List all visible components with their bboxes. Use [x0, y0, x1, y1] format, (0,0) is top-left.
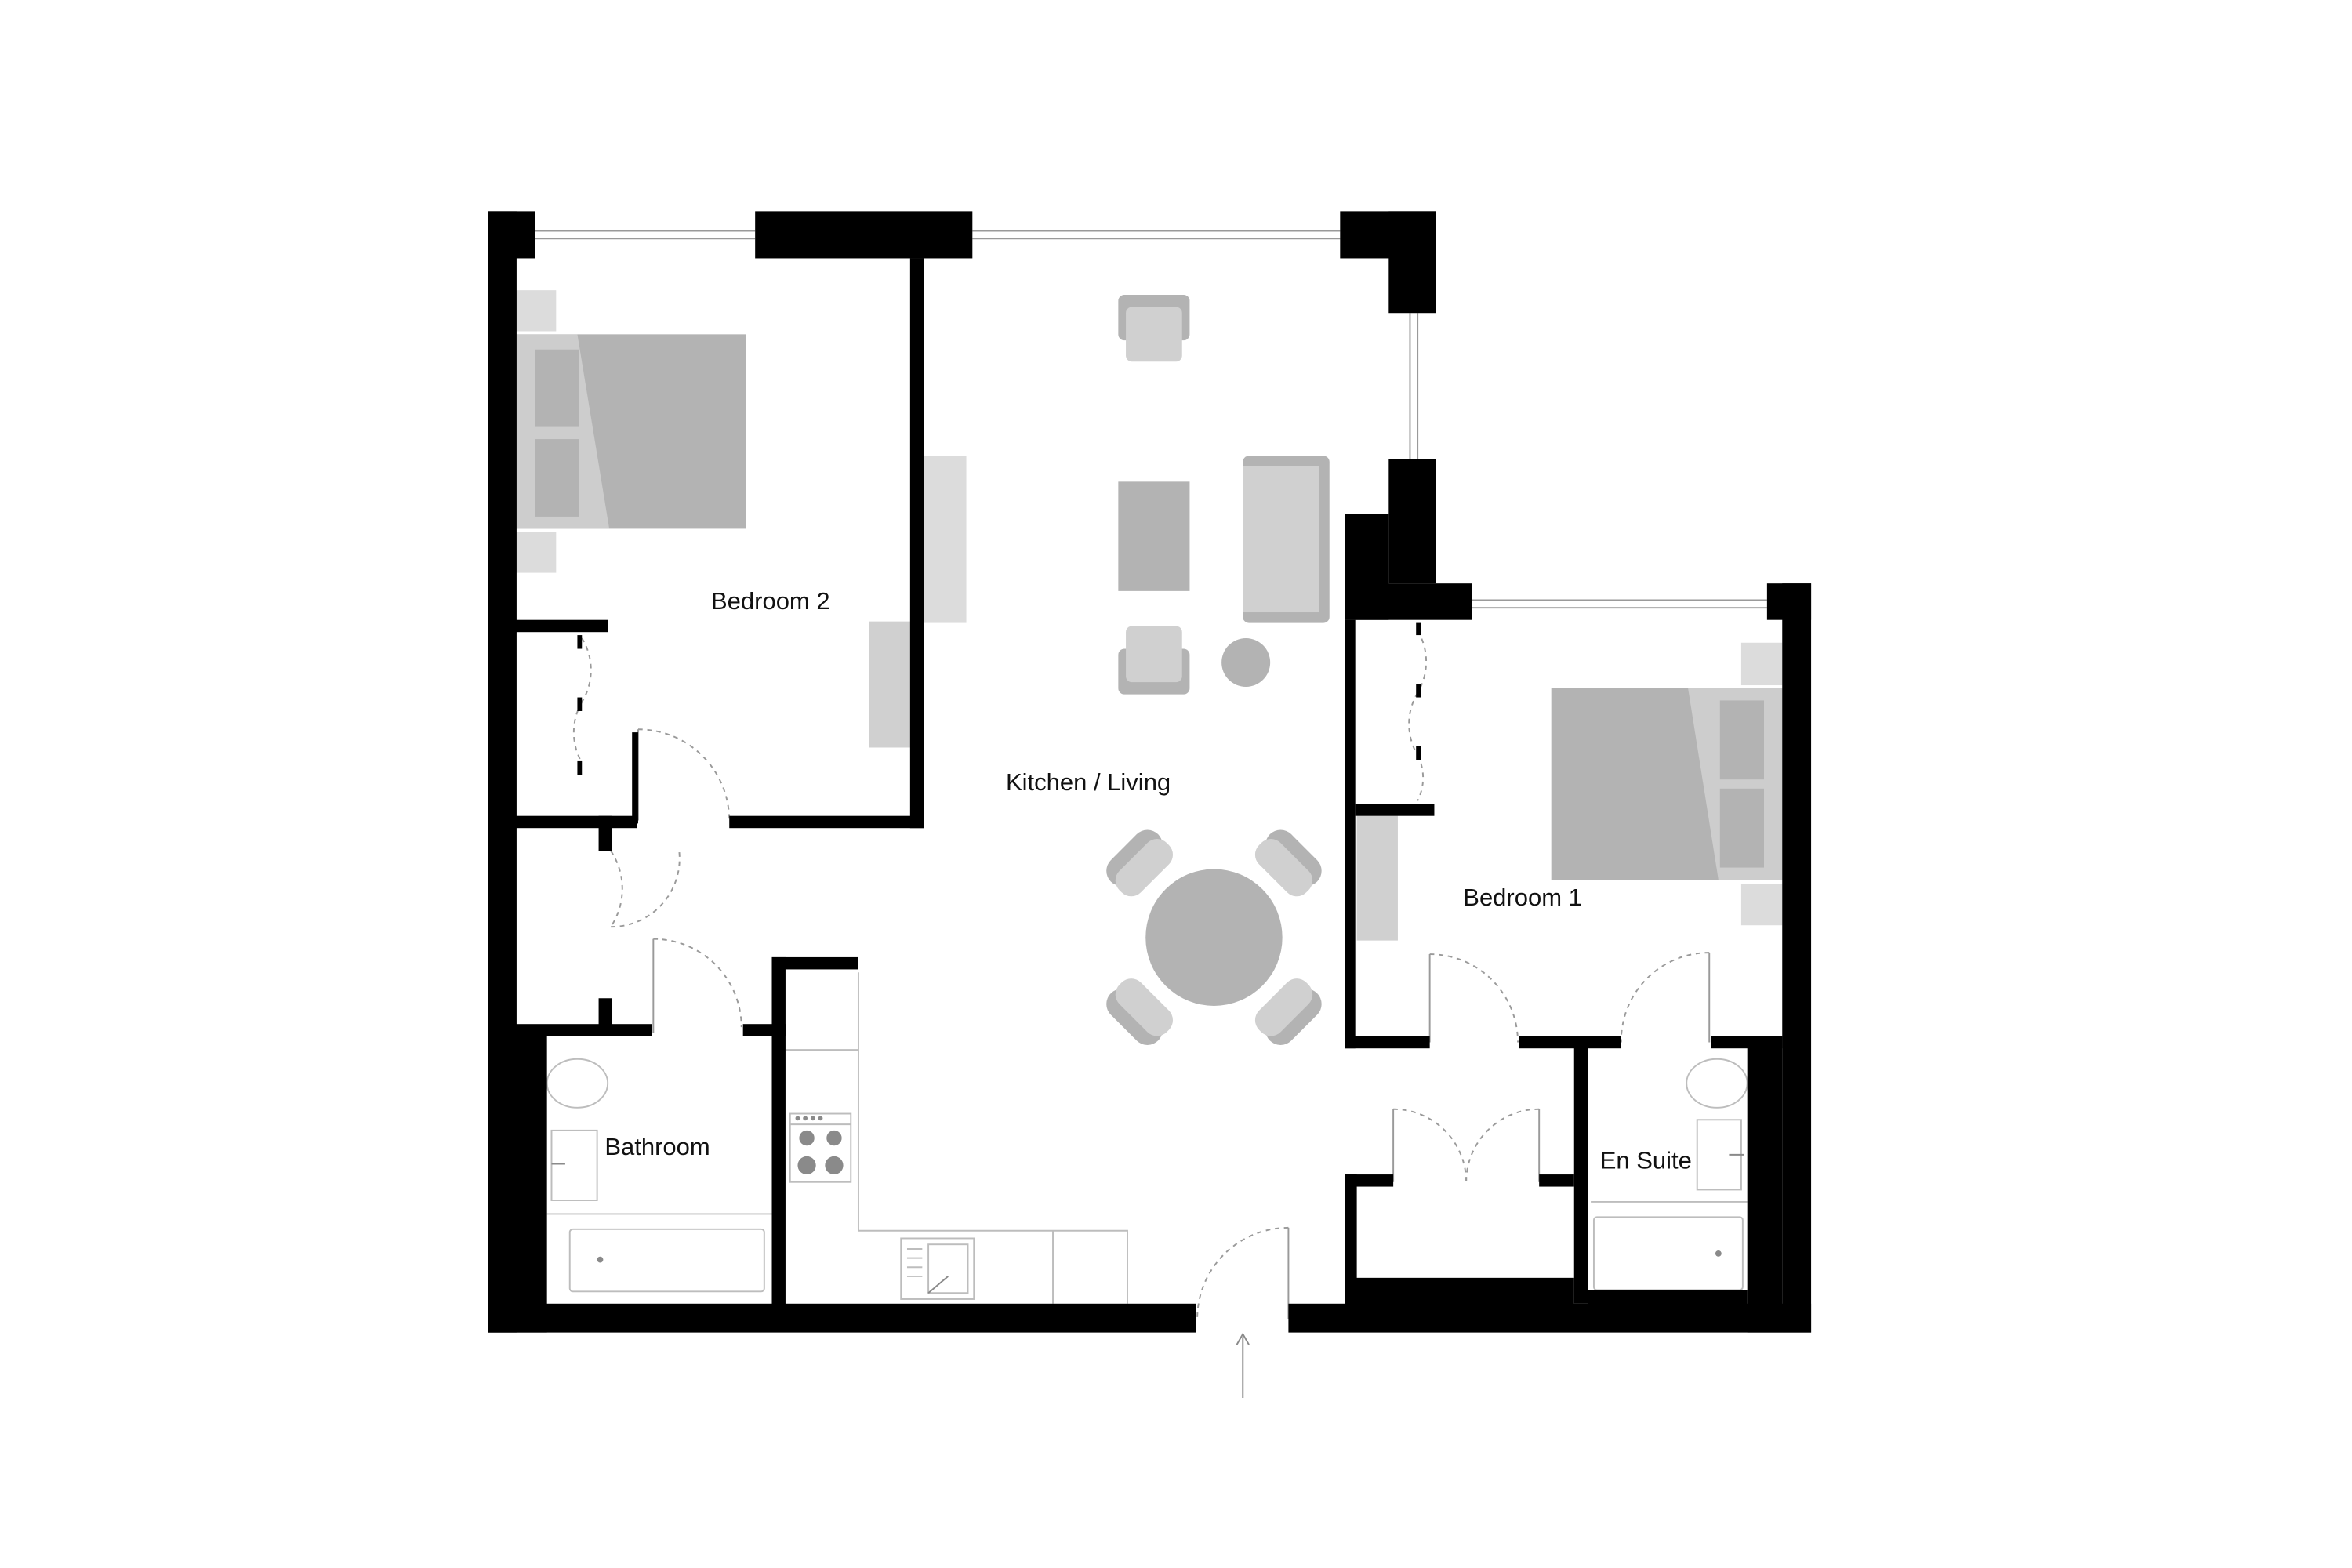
toilet-icon: [1686, 1058, 1748, 1109]
room-label-en-suite: En Suite: [1600, 1146, 1692, 1174]
furniture: [514, 290, 1783, 1304]
sofa: [1243, 456, 1330, 623]
window-living-top: [972, 230, 1341, 240]
basin-icon: [550, 1129, 598, 1201]
armchair-top: [1118, 294, 1190, 362]
coffee-table: [1118, 481, 1190, 591]
room-label-bathroom: Bathroom: [604, 1133, 710, 1160]
room-labels: Bedroom 2 Kitchen / Living Bedroom 1 Bat…: [604, 587, 1692, 1174]
wardrobe-bedroom-2: [869, 621, 913, 748]
room-label-bedroom-1: Bedroom 1: [1463, 884, 1582, 911]
en-suite-fixtures: [1591, 1058, 1748, 1291]
bathtub-icon: [568, 1228, 765, 1293]
tv-unit: [922, 456, 967, 623]
side-table: [1221, 637, 1271, 687]
room-label-bedroom-2: Bedroom 2: [711, 587, 830, 615]
walls: [488, 211, 1812, 1333]
kitchen-sink-icon: [900, 1237, 975, 1300]
hob-icon: [789, 1112, 852, 1183]
dining-set: [1106, 829, 1322, 1045]
armchair-bottom: [1118, 626, 1190, 695]
windows: [535, 230, 1767, 609]
entrance-arrow-icon: [1236, 1332, 1250, 1398]
wardrobe-bedroom-1: [1356, 815, 1398, 941]
window-bedroom-2: [535, 230, 756, 240]
bed-bedroom-2: [514, 290, 746, 573]
bathroom-fixtures: [546, 1058, 775, 1293]
bed-bedroom-1: [1551, 642, 1783, 926]
window-living-right: [1409, 313, 1419, 459]
toilet-icon: [546, 1058, 609, 1109]
room-label-kitchen-living: Kitchen / Living: [1006, 768, 1171, 796]
handles: [577, 622, 1421, 775]
doors: [572, 630, 1711, 1319]
window-bedroom-1: [1472, 599, 1767, 609]
kitchen-counter: [785, 972, 1128, 1304]
